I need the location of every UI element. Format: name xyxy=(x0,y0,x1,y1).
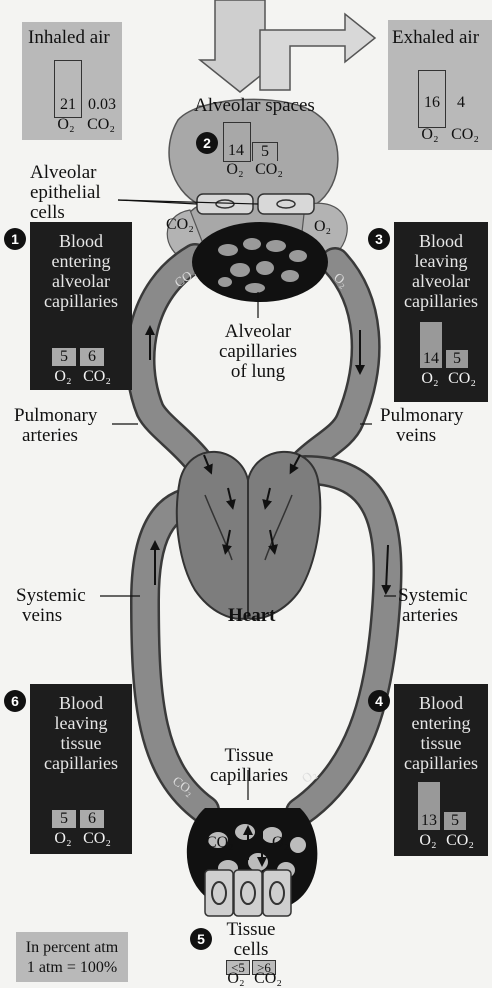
box3-line3: alveolar xyxy=(394,272,488,291)
tissue-o2-label: O₂ xyxy=(272,834,289,852)
box1-line3: alveolar xyxy=(30,272,132,291)
inhaled-air-title: Inhaled air xyxy=(28,28,110,48)
exhale-arrow xyxy=(260,14,375,90)
box6-line3: tissue xyxy=(30,734,132,753)
box4-co2-label: CO₂ xyxy=(440,832,480,850)
alveolar-o2-value: 14 xyxy=(222,142,250,160)
inhaled-o2-label: O₂ xyxy=(52,116,80,134)
step-1-badge: 1 xyxy=(4,228,26,250)
box3-co2-label: CO₂ xyxy=(442,370,482,388)
exhaled-o2-label: O₂ xyxy=(416,126,444,144)
alveolar-epithelial-label-1: Alveolar xyxy=(30,163,96,183)
alveolar-epithelial-label-3: cells xyxy=(30,203,65,223)
box4-line2: entering xyxy=(394,714,488,733)
alveolar-capillary-net xyxy=(192,222,328,302)
box1-line4: capillaries xyxy=(30,292,132,311)
tissue-o2-label-bottom: O₂ xyxy=(222,970,250,988)
step-6-badge: 6 xyxy=(4,690,26,712)
o2-diffusion-label: O₂ xyxy=(314,218,331,236)
tissue-capillaries-label-1: Tissue xyxy=(194,746,304,766)
exhaled-air-title: Exhaled air xyxy=(392,28,479,48)
inhaled-air-panel: Inhaled air 21 0.03 O₂ CO₂ xyxy=(22,22,122,140)
alveolar-co2-label: CO₂ xyxy=(250,161,288,179)
step-5-badge: 5 xyxy=(190,928,212,950)
box6-o2-value: 5 xyxy=(52,810,76,828)
inhaled-co2-value: 0.03 xyxy=(84,96,120,114)
box6-line4: capillaries xyxy=(30,754,132,773)
systemic-arteries-label-1: Systemic xyxy=(398,586,468,606)
alveolar-capillaries-label-1: Alveolar xyxy=(198,322,318,342)
step-3-badge: 3 xyxy=(368,228,390,250)
box1-o2-value: 5 xyxy=(52,348,76,366)
box1-line2: entering xyxy=(30,252,132,271)
box6-line2: leaving xyxy=(30,714,132,733)
heart-label: Heart xyxy=(228,606,275,626)
box4-line4: capillaries xyxy=(394,754,488,773)
alveolar-spaces-title: Alveolar spaces xyxy=(194,96,315,116)
box4-line1: Blood xyxy=(394,694,488,713)
box6-co2-label: CO₂ xyxy=(78,830,116,848)
pulmonary-veins-label-1: Pulmonary xyxy=(380,406,463,426)
box6-o2-label: O₂ xyxy=(48,830,78,848)
systemic-veins-label-1: Systemic xyxy=(16,586,86,606)
blood-leaving-alveolar-panel: Blood leaving alveolar capillaries 14 5 … xyxy=(394,222,488,402)
inhaled-o2-value: 21 xyxy=(54,96,82,114)
box1-co2-label: CO₂ xyxy=(78,368,116,386)
box3-o2-label: O₂ xyxy=(416,370,444,388)
tissue-co2-label: CO₂ xyxy=(206,834,234,852)
box1-o2-label: O₂ xyxy=(48,368,78,386)
box3-line2: leaving xyxy=(394,252,488,271)
pulmonary-arteries-label-2: arteries xyxy=(22,426,78,446)
alveolar-capillaries-label-3: of lung xyxy=(198,362,318,382)
units-legend: In percent atm 1 atm = 100% xyxy=(16,932,128,982)
blood-leaving-tissue-panel: Blood leaving tissue capillaries 5 6 O₂ … xyxy=(30,684,132,854)
exhaled-o2-value: 16 xyxy=(418,94,446,112)
systemic-arteries-label-2: arteries xyxy=(402,606,458,626)
box3-line4: capillaries xyxy=(394,292,488,311)
epithelial-cell-2 xyxy=(258,194,314,214)
box1-line1: Blood xyxy=(30,232,132,251)
pulmonary-arteries-label-1: Pulmonary xyxy=(14,406,97,426)
alveolar-co2-value: 5 xyxy=(252,142,278,161)
box6-line1: Blood xyxy=(30,694,132,713)
exhaled-co2-label: CO₂ xyxy=(446,126,484,144)
blood-entering-alveolar-panel: Blood entering alveolar capillaries 5 6 … xyxy=(30,222,132,390)
exhaled-air-panel: Exhaled air 16 4 O₂ CO₂ xyxy=(388,20,492,150)
box4-o2-label: O₂ xyxy=(414,832,442,850)
blood-entering-tissue-panel: Blood entering tissue capillaries 13 5 O… xyxy=(394,684,488,856)
step-2-badge: 2 xyxy=(196,132,218,154)
alveolar-epithelial-label-2: epithelial xyxy=(30,183,101,203)
legend-line-1: In percent atm xyxy=(16,938,128,958)
systemic-veins-label-2: veins xyxy=(22,606,62,626)
tissue-cells-label-2: cells xyxy=(216,940,286,960)
box6-co2-value: 6 xyxy=(80,810,104,828)
tissue-cells xyxy=(205,870,291,916)
exhaled-co2-value: 4 xyxy=(446,94,476,112)
step-4-badge: 4 xyxy=(368,690,390,712)
alveolar-o2-label: O₂ xyxy=(220,161,250,179)
pulmonary-veins-label-2: veins xyxy=(396,426,436,446)
tissue-co2-label-bottom: CO₂ xyxy=(250,970,286,988)
box3-o2-value: 14 xyxy=(418,350,444,368)
inhaled-co2-label: CO₂ xyxy=(82,116,120,134)
box3-co2-value: 5 xyxy=(446,350,468,368)
legend-line-2: 1 atm = 100% xyxy=(16,958,128,978)
box4-line3: tissue xyxy=(394,734,488,753)
box1-co2-value: 6 xyxy=(80,348,104,366)
box4-co2-value: 5 xyxy=(444,812,466,830)
box4-o2-value: 13 xyxy=(416,812,442,830)
alveolar-capillaries-label-2: capillaries xyxy=(198,342,318,362)
box3-line1: Blood xyxy=(394,232,488,251)
co2-diffusion-label: CO₂ xyxy=(166,216,194,234)
tissue-cells-label-1: Tissue xyxy=(216,920,286,940)
tissue-capillaries-label-2: capillaries xyxy=(194,766,304,786)
